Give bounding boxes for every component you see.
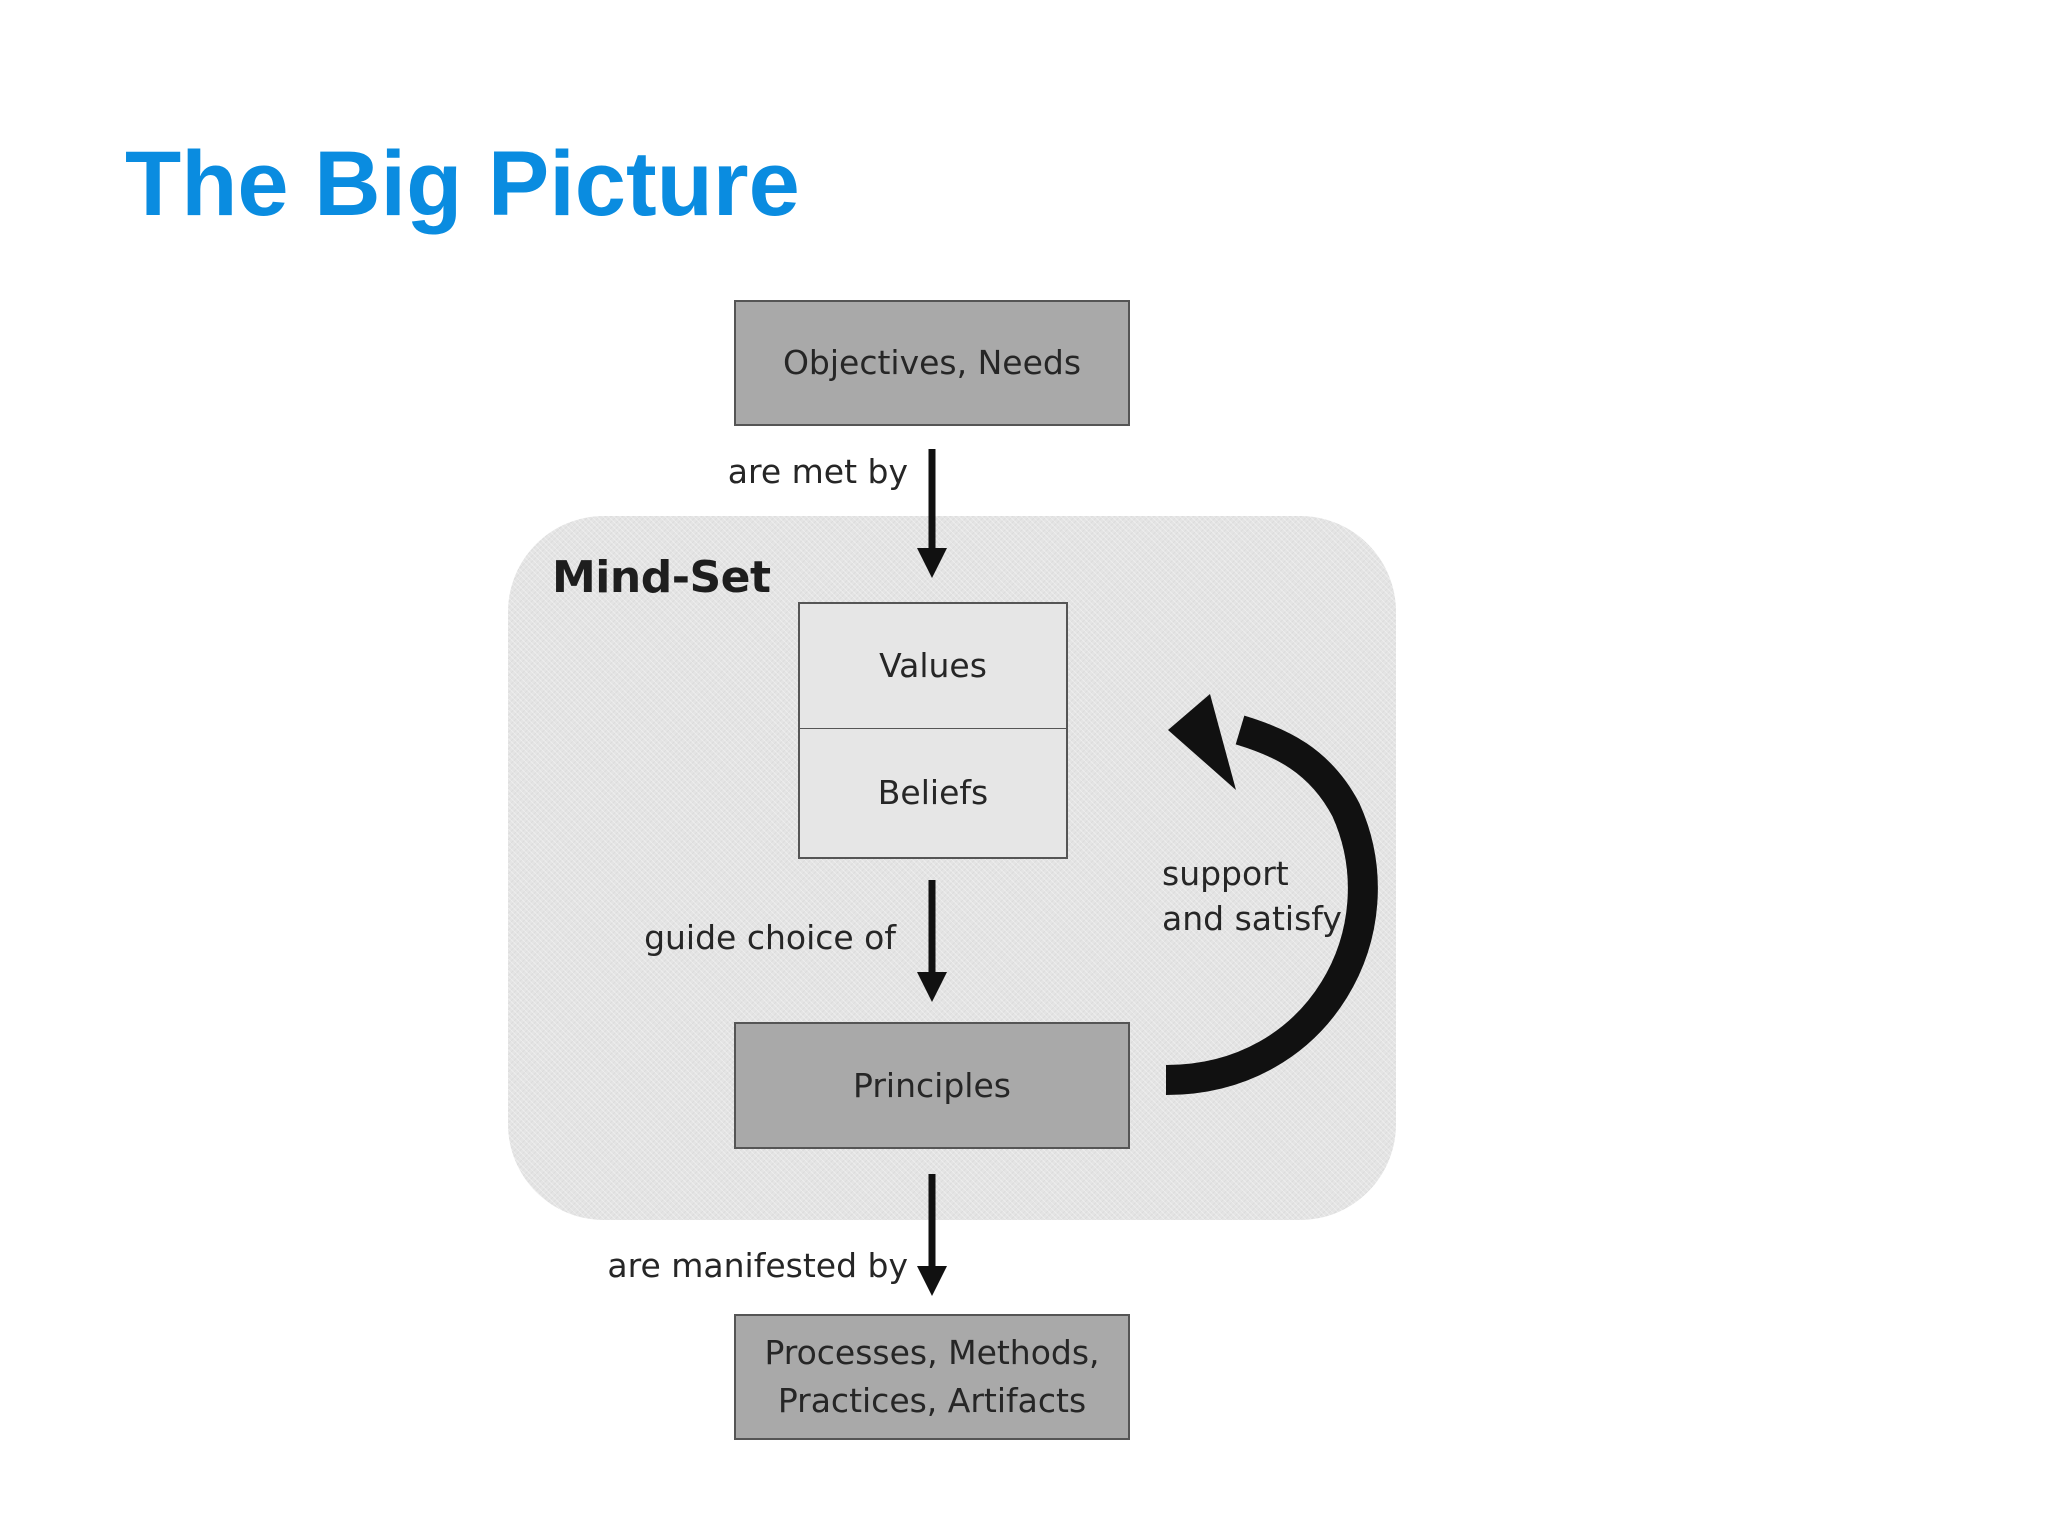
are-manifested-by-label: are manifested by xyxy=(607,1246,908,1285)
values-box: Values xyxy=(798,602,1068,729)
guide-choice-of-label: guide choice of xyxy=(644,918,896,957)
curved-arrow-head xyxy=(1168,694,1236,790)
arrow-guide-choice-of xyxy=(917,880,947,1002)
beliefs-box: Beliefs xyxy=(798,728,1068,859)
slide-title: The Big Picture xyxy=(125,133,800,235)
are-met-by-label: are met by xyxy=(727,452,908,491)
arrow-are-manifested-by xyxy=(917,1174,947,1296)
processes-line-2: Practices, Artifacts xyxy=(777,1381,1087,1420)
processes-box: Processes, Methods, Practices, Artifacts xyxy=(734,1314,1130,1440)
arrow-are-met-by xyxy=(917,449,947,578)
mindset-label: Mind-Set xyxy=(552,552,771,603)
objectives-needs-box: Objectives, Needs xyxy=(734,300,1130,426)
principles-box: Principles xyxy=(734,1022,1130,1149)
support-line-1: support xyxy=(1162,854,1289,893)
processes-line-1: Processes, Methods, xyxy=(764,1333,1100,1373)
curved-arrow-support-and-satisfy xyxy=(1165,694,1378,1095)
support-and-satisfy-label: support and satisfy xyxy=(1162,852,1342,941)
support-line-2: and satisfy xyxy=(1162,898,1342,938)
